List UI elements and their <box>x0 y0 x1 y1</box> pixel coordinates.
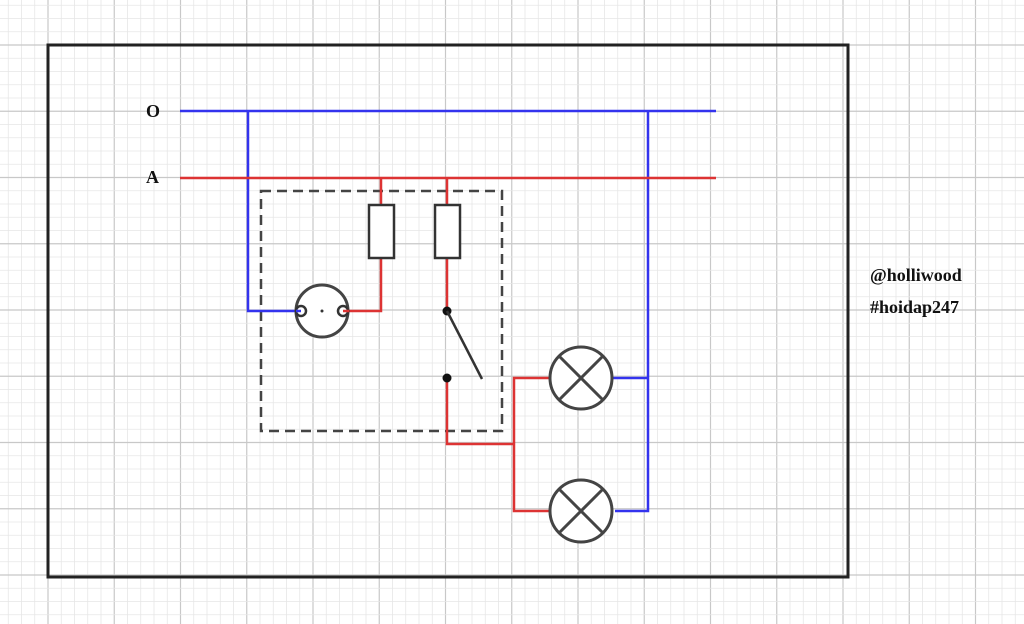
socket-center-dot <box>320 309 324 313</box>
neutral-label: O <box>146 101 160 121</box>
switch-bottom-contact <box>442 373 452 383</box>
neutral-to-socket-wire <box>246 111 297 313</box>
fuse1-to-socket-wire <box>348 258 383 313</box>
lamp2-feed-wire <box>512 444 550 513</box>
lamp-1-cross-b <box>557 354 605 402</box>
lamp-2-cross-b <box>557 487 605 535</box>
watermark-line-2: #hoidap247 <box>870 297 959 317</box>
switch <box>442 306 484 383</box>
phase-wires <box>180 176 716 513</box>
watermark-line-1: @holliwood <box>870 265 962 285</box>
board-frame <box>46 43 850 579</box>
switch-lever <box>445 310 484 380</box>
fuse-2 <box>433 203 462 260</box>
lamp1-feed-wire <box>512 376 550 444</box>
phase-label: A <box>146 167 159 187</box>
lamp-2 <box>548 478 614 544</box>
neutral-to-lamps-wire <box>615 111 650 513</box>
fuse-1 <box>367 203 396 260</box>
socket <box>294 283 350 339</box>
switch-to-lamps-wire <box>445 378 514 446</box>
lamp-1 <box>548 345 614 411</box>
